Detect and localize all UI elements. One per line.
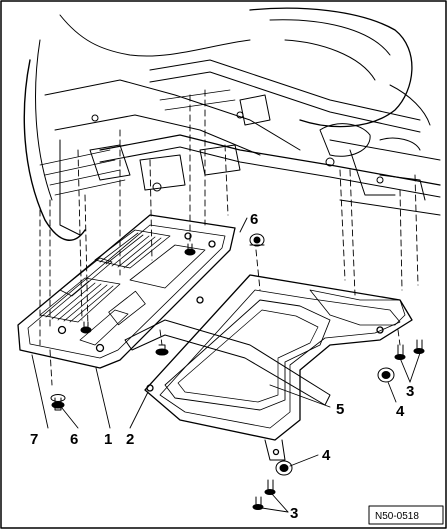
callout-3-right: 3 <box>406 383 414 400</box>
callout-6-left: 6 <box>70 431 78 448</box>
bolt-tray-top-1 <box>184 243 196 256</box>
alignment-lines <box>39 89 419 386</box>
callout-2: 2 <box>126 431 134 448</box>
nut-4-bottom <box>275 460 293 476</box>
callout-4-right: 4 <box>396 403 405 420</box>
callout-1: 1 <box>104 431 112 448</box>
fasteners <box>50 233 425 510</box>
callout-3-bottom: 3 <box>290 505 298 522</box>
callouts: 7 6 1 2 5 6 4 3 4 3 <box>30 211 414 522</box>
vehicle-underbody <box>23 7 441 241</box>
callout-4-bottom: 4 <box>322 447 331 464</box>
callout-7: 7 <box>30 431 38 448</box>
part-5-retainer <box>124 319 331 406</box>
clip-6-upper <box>249 233 265 247</box>
bolt-tray-top-2 <box>80 321 92 334</box>
bolt-3-right-b <box>413 339 425 354</box>
bolt-tray-middle <box>155 344 169 356</box>
bolt-3-bottom-b <box>252 496 264 510</box>
leader-lines <box>31 217 421 513</box>
callout-6-upper: 6 <box>250 211 258 228</box>
reference-code-text: N50-0518 <box>375 511 419 522</box>
callout-5: 5 <box>336 401 344 418</box>
part-2-rear-panel <box>144 274 413 461</box>
bolt-3-right-a <box>394 344 406 360</box>
part-1-front-tray <box>17 214 236 369</box>
nut-4-right <box>377 367 395 383</box>
reference-code: N50-0518 <box>368 505 444 525</box>
bolt-3-bottom-a <box>264 479 276 495</box>
bolt-6-left <box>50 394 66 411</box>
